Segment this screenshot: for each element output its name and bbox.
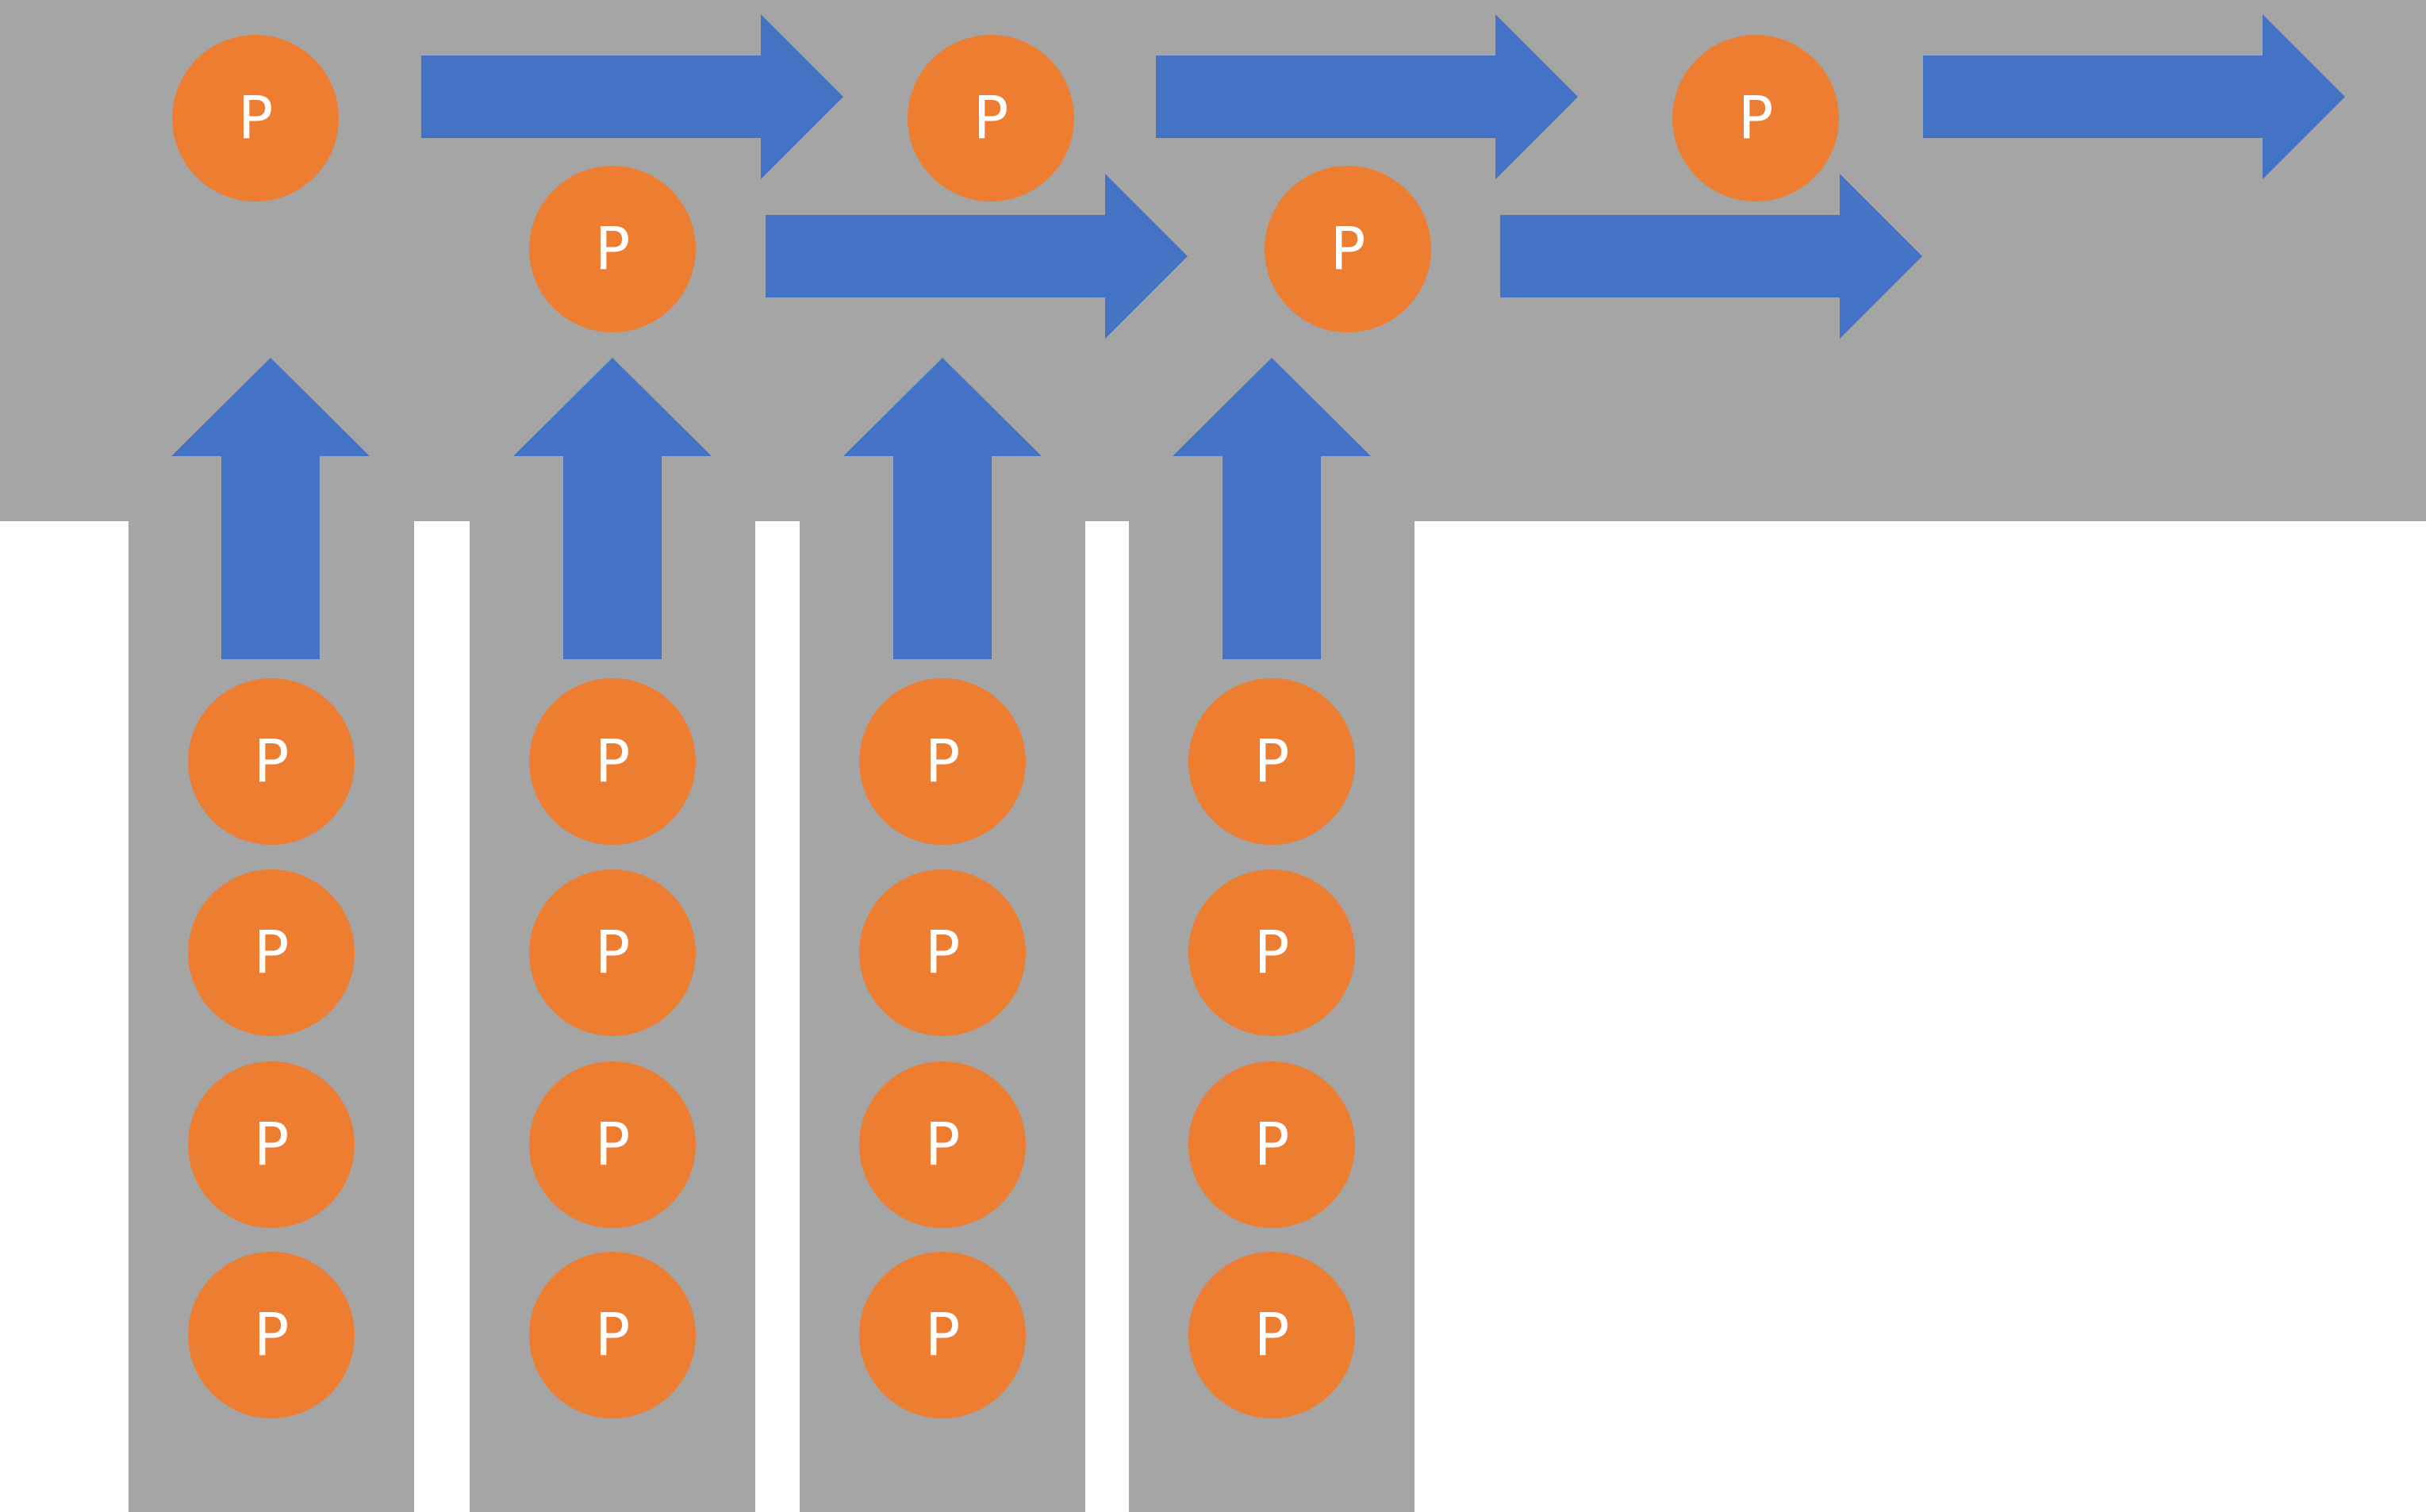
up-arrow-1: [171, 358, 370, 659]
node: P: [529, 1061, 696, 1228]
node-circle: [529, 869, 696, 1036]
node-circle: [1188, 1061, 1355, 1228]
node-label: P: [925, 1301, 961, 1369]
node-circle: [859, 678, 1026, 845]
node-label: P: [254, 1301, 290, 1369]
node-circle: [188, 678, 355, 845]
node: P: [1188, 1252, 1355, 1418]
node-circle: [529, 1061, 696, 1228]
node-circle: [1188, 678, 1355, 845]
node-label: P: [1254, 1111, 1290, 1179]
up-arrows: [171, 358, 1371, 659]
right-arrow-5: [1500, 174, 1922, 339]
main-lane-nodes: P P P P P: [172, 35, 1839, 332]
node-circle: [529, 678, 696, 845]
node: P: [188, 1252, 355, 1418]
node: P: [1672, 35, 1839, 201]
right-arrow-1: [421, 14, 843, 179]
node-circle: [1188, 869, 1355, 1036]
feeder-lane-1-nodes: P P P P: [188, 678, 355, 1418]
right-arrow-3: [1923, 14, 2345, 179]
node: P: [529, 678, 696, 845]
node-circle: [1672, 35, 1839, 201]
node: P: [188, 1061, 355, 1228]
node: P: [529, 166, 696, 332]
node-circle: [188, 1252, 355, 1418]
node-label: P: [1738, 84, 1774, 152]
node-circle: [188, 1061, 355, 1228]
node-label: P: [595, 215, 631, 283]
node: P: [859, 1061, 1026, 1228]
up-arrow-2: [513, 358, 712, 659]
right-arrow-2: [1156, 14, 1578, 179]
node: P: [529, 869, 696, 1036]
right-arrow-4: [766, 174, 1188, 339]
node: P: [172, 35, 339, 201]
node-circle: [859, 869, 1026, 1036]
node-label: P: [595, 727, 631, 796]
node-label: P: [1330, 215, 1366, 283]
node: P: [188, 678, 355, 845]
node-circle: [859, 1061, 1026, 1228]
node: P: [1188, 678, 1355, 845]
node-label: P: [254, 919, 290, 987]
right-arrows: [421, 14, 2345, 339]
node-label: P: [254, 1111, 290, 1179]
node-label: P: [925, 1111, 961, 1179]
node-label: P: [1254, 1301, 1290, 1369]
node-label: P: [254, 727, 290, 796]
node-label: P: [595, 1301, 631, 1369]
node-circle: [529, 1252, 696, 1418]
node: P: [1265, 166, 1431, 332]
feeder-lane-2-nodes: P P P P: [529, 678, 696, 1418]
node: P: [859, 1252, 1026, 1418]
node-circle: [529, 166, 696, 332]
node-circle: [859, 1252, 1026, 1418]
node-label: P: [925, 727, 961, 796]
node-circle: [908, 35, 1074, 201]
feeder-lane-4-nodes: P P P P: [1188, 678, 1355, 1418]
node-label: P: [973, 84, 1009, 152]
node-circle: [172, 35, 339, 201]
node-circle: [188, 869, 355, 1036]
up-arrow-3: [843, 358, 1042, 659]
feeder-lane-3-nodes: P P P P: [859, 678, 1026, 1418]
node-label: P: [1254, 919, 1290, 987]
node: P: [859, 678, 1026, 845]
node-label: P: [238, 84, 274, 152]
node-label: P: [1254, 727, 1290, 796]
node-label: P: [595, 919, 631, 987]
node-circle: [1188, 1252, 1355, 1418]
node-label: P: [925, 919, 961, 987]
node-circle: [1265, 166, 1431, 332]
up-arrow-4: [1173, 358, 1371, 659]
node-label: P: [595, 1111, 631, 1179]
node: P: [1188, 869, 1355, 1036]
node: P: [859, 869, 1026, 1036]
node: P: [1188, 1061, 1355, 1228]
node: P: [529, 1252, 696, 1418]
node: P: [908, 35, 1074, 201]
node: P: [188, 869, 355, 1036]
